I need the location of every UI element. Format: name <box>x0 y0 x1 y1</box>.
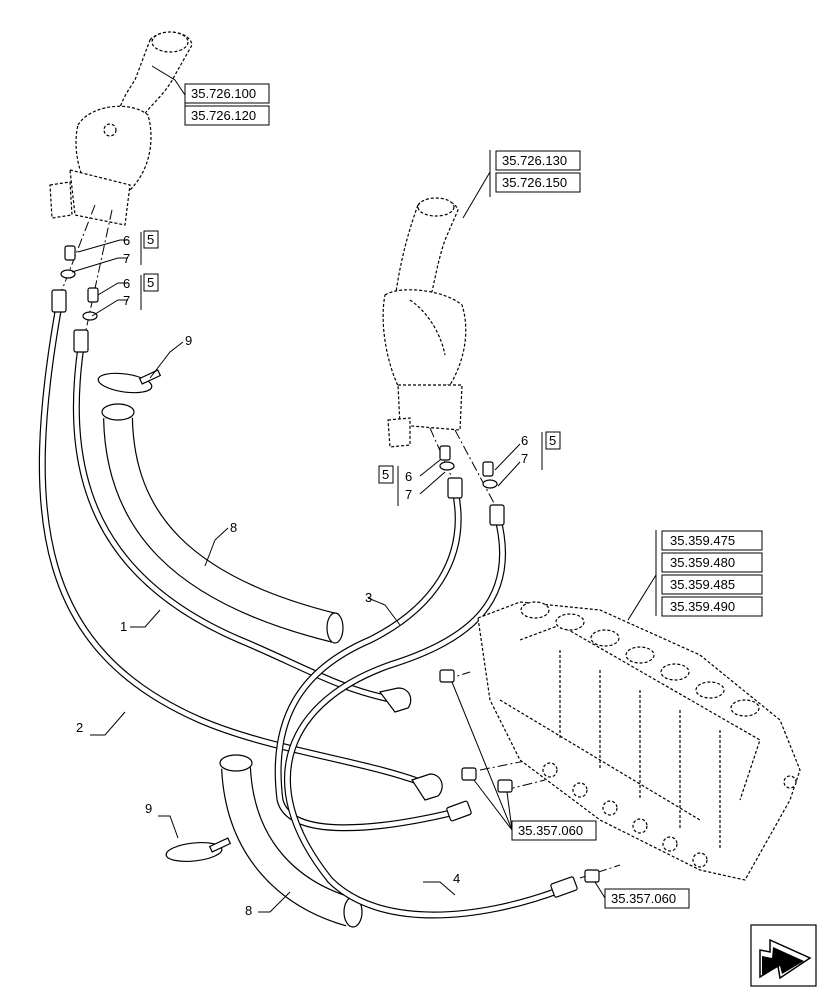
ref-group-right-joystick: 35.726.130 35.726.150 <box>495 150 581 193</box>
callout-6-left-b: 6 <box>123 276 130 291</box>
left-joystick-assembly <box>49 31 193 226</box>
cable-tie-upper <box>97 369 162 394</box>
valve-port-adapters <box>439 669 600 883</box>
callout-7-center: 7 <box>405 487 412 502</box>
callout-labels: 6 7 5 6 7 5 6 7 5 5 6 7 9 8 1 2 3 9 4 8 <box>76 230 561 918</box>
callout-4: 4 <box>453 871 460 886</box>
callout-5-right: 5 <box>549 433 556 448</box>
ref-group-left-joystick: 35.726.100 35.726.120 <box>184 83 270 126</box>
callout-7-right: 7 <box>521 451 528 466</box>
callout-9-upper: 9 <box>185 333 192 348</box>
callout-8-lower: 8 <box>245 903 252 918</box>
protective-sleeve-lower <box>219 754 363 928</box>
leader-lines <box>71 65 657 913</box>
ref-35-357-060-upper: 35.357.060 <box>518 823 583 838</box>
callout-6-center: 6 <box>405 469 412 484</box>
cable-tie-lower <box>165 837 232 863</box>
callout-3: 3 <box>365 590 372 605</box>
hose-2 <box>38 296 424 786</box>
callout-6-right: 6 <box>521 433 528 448</box>
fittings-and-seals <box>60 245 498 489</box>
control-valve-block <box>477 601 801 881</box>
next-page-arrow-icon[interactable] <box>750 924 817 987</box>
callout-6-left-a: 6 <box>123 233 130 248</box>
ref-35-726-120: 35.726.120 <box>191 108 256 123</box>
ref-35-359-475: 35.359.475 <box>670 533 735 548</box>
callout-7-left-b: 7 <box>123 293 130 308</box>
callout-8-upper: 8 <box>230 520 237 535</box>
callout-1: 1 <box>120 619 127 634</box>
right-joystick-assembly <box>382 197 467 448</box>
callout-9-lower: 9 <box>145 801 152 816</box>
protective-sleeve-upper <box>101 403 344 644</box>
callout-5-left-b: 5 <box>147 275 154 290</box>
callout-2: 2 <box>76 720 83 735</box>
ref-group-control-valve: 35.359.475 35.359.480 35.359.485 35.359.… <box>661 530 763 617</box>
hose-1 <box>72 336 399 704</box>
ref-valve-fitting-lower: 35.357.060 <box>604 888 690 909</box>
ref-35-359-485: 35.359.485 <box>670 577 735 592</box>
ref-35-726-130: 35.726.130 <box>502 153 567 168</box>
hose-3 <box>274 486 462 832</box>
hose-4 <box>284 511 564 919</box>
hose-end-fittings <box>51 289 578 898</box>
ref-35-357-060-lower: 35.357.060 <box>611 891 676 906</box>
ref-35-359-490: 35.359.490 <box>670 599 735 614</box>
callout-5-center: 5 <box>382 467 389 482</box>
ref-35-726-100: 35.726.100 <box>191 86 256 101</box>
ref-35-726-150: 35.726.150 <box>502 175 567 190</box>
ref-valve-fitting-upper: 35.357.060 <box>511 820 597 841</box>
callout-7-left-a: 7 <box>123 251 130 266</box>
ref-35-359-480: 35.359.480 <box>670 555 735 570</box>
callout-5-left-a: 5 <box>147 232 154 247</box>
